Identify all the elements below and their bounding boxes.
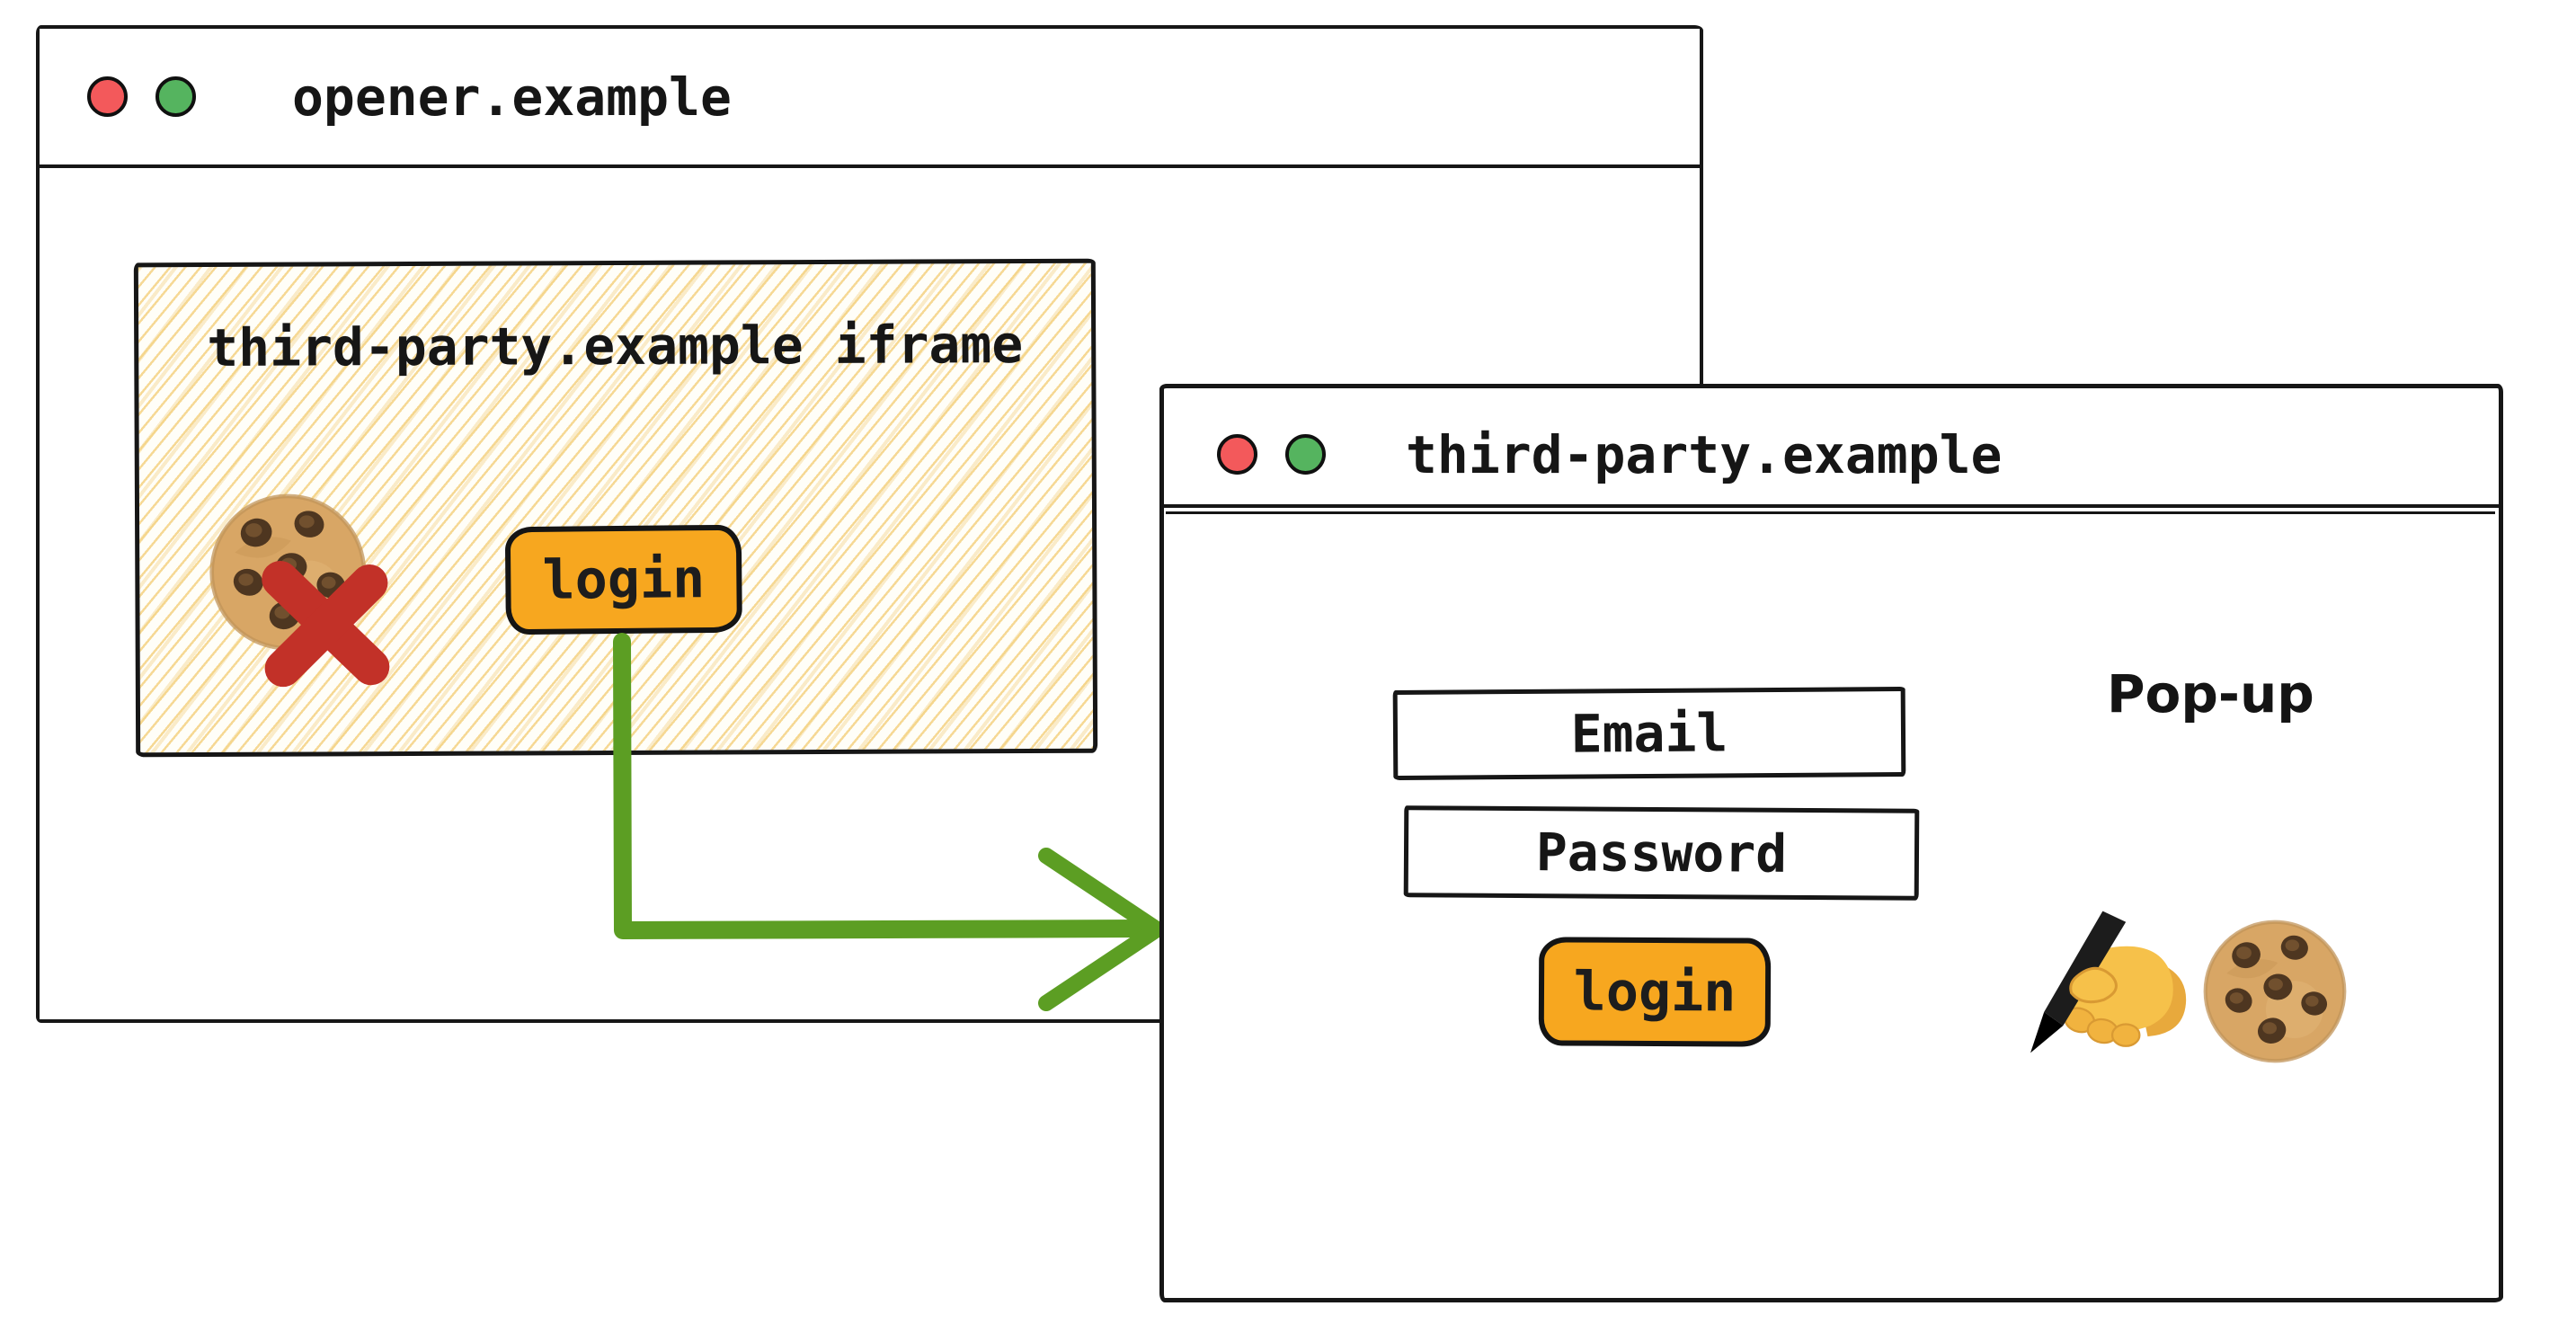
password-field-label: Password [1535,822,1788,884]
popup-window-body: Pop-up Email Password login [1164,508,2499,1294]
popup-login-button[interactable]: login [1538,937,1772,1047]
login-to-popup-arrow [613,633,1165,1011]
opener-window-title: opener.example [292,66,732,128]
iframe-label: third-party.example iframe [207,314,1024,378]
password-field[interactable]: Password [1403,805,1920,901]
popup-window: third-party.example Pop-up Email Passwor… [1159,384,2503,1302]
red-dot-icon[interactable] [87,76,128,117]
writing-hand-icon [2030,911,2187,1053]
blocked-x-icon [262,561,390,688]
email-field-label: Email [1570,702,1728,765]
email-field[interactable]: Email [1392,687,1906,780]
green-dot-icon[interactable] [155,76,196,117]
red-dot-icon[interactable] [1217,434,1257,475]
third-party-iframe: third-party.example iframe [133,258,1098,758]
popup-annotation-label: Pop-up [2107,663,2314,724]
opener-titlebar: opener.example [40,29,1700,168]
cookie-icon [2203,920,2347,1063]
green-dot-icon[interactable] [1285,434,1326,475]
popup-window-title: third-party.example [1406,423,2003,485]
popup-titlebar: third-party.example [1164,388,2499,514]
